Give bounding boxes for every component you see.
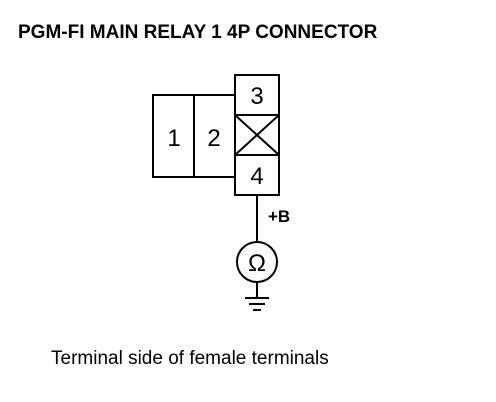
ground-icon (245, 282, 269, 311)
ohm-symbol: Ω (248, 250, 266, 277)
blank-cross-b (234, 114, 280, 156)
ohmmeter-icon: Ω (236, 241, 278, 283)
diagram-title: PGM-FI MAIN RELAY 1 4P CONNECTOR (18, 22, 378, 43)
terminal-2-label: 2 (207, 125, 220, 152)
supply-voltage-label: +B (268, 207, 290, 226)
terminal-4-label: 4 (250, 163, 263, 190)
terminal-3-label: 3 (250, 83, 263, 110)
connector-housing (152, 74, 280, 196)
terminal-1-label: 1 (167, 125, 180, 152)
diagram-caption: Terminal side of female terminals (51, 348, 329, 369)
